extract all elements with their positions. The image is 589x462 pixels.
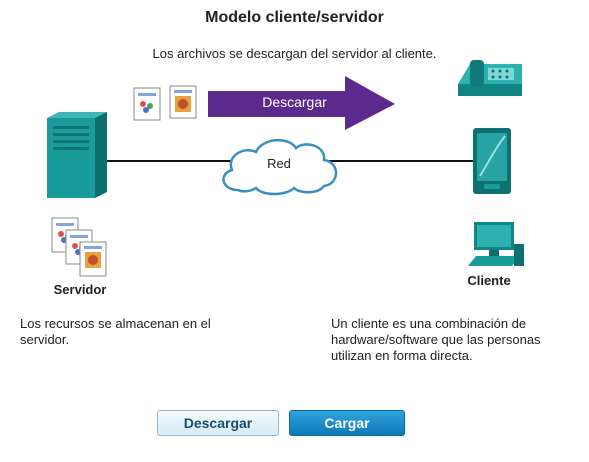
server-label: Servidor (53, 282, 107, 297)
arrow-label: Descargar (262, 94, 327, 110)
client-caption: Un cliente es una combinación de hardwar… (331, 316, 541, 363)
ip-phone-icon (458, 60, 522, 96)
download-button[interactable]: Descargar (157, 410, 279, 436)
document-icon (169, 85, 197, 119)
page-title: Modelo cliente/servidor (205, 9, 384, 26)
server-caption: Los recursos se almacenan en el servidor… (20, 316, 211, 347)
document-icon (133, 87, 161, 121)
cloud-label: Red (267, 156, 291, 171)
upload-button[interactable]: Cargar (289, 410, 405, 436)
desktop-pc-icon (468, 222, 524, 266)
document-icon (79, 241, 107, 277)
cloud-icon (222, 139, 338, 196)
download-arrow (208, 76, 395, 130)
server-icon (47, 112, 107, 198)
subtitle: Los archivos se descargan del servidor a… (152, 46, 437, 61)
tablet-icon (473, 128, 511, 194)
client-label: Cliente (467, 273, 511, 288)
